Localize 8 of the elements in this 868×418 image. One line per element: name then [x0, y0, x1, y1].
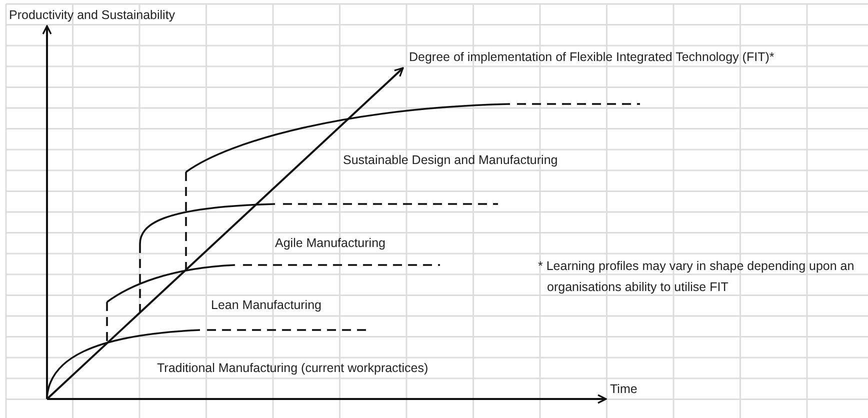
axis-title: Degree of implementation of Flexible Integrated Technology (FIT)* [409, 50, 774, 65]
axis-title: Productivity and Sustainability [9, 8, 176, 23]
stage-label: Sustainable Design and Manufacturing [343, 153, 558, 168]
stage-label: Lean Manufacturing [211, 298, 322, 313]
stage-label: Traditional Manufacturing (current workpractices) [157, 361, 428, 376]
axis-title: Time [610, 382, 638, 397]
stage-label: Agile Manufacturing [275, 236, 386, 251]
footnote: * Learning profiles may vary in shape depending upon an organisations ability to utilise FIT [538, 258, 856, 296]
